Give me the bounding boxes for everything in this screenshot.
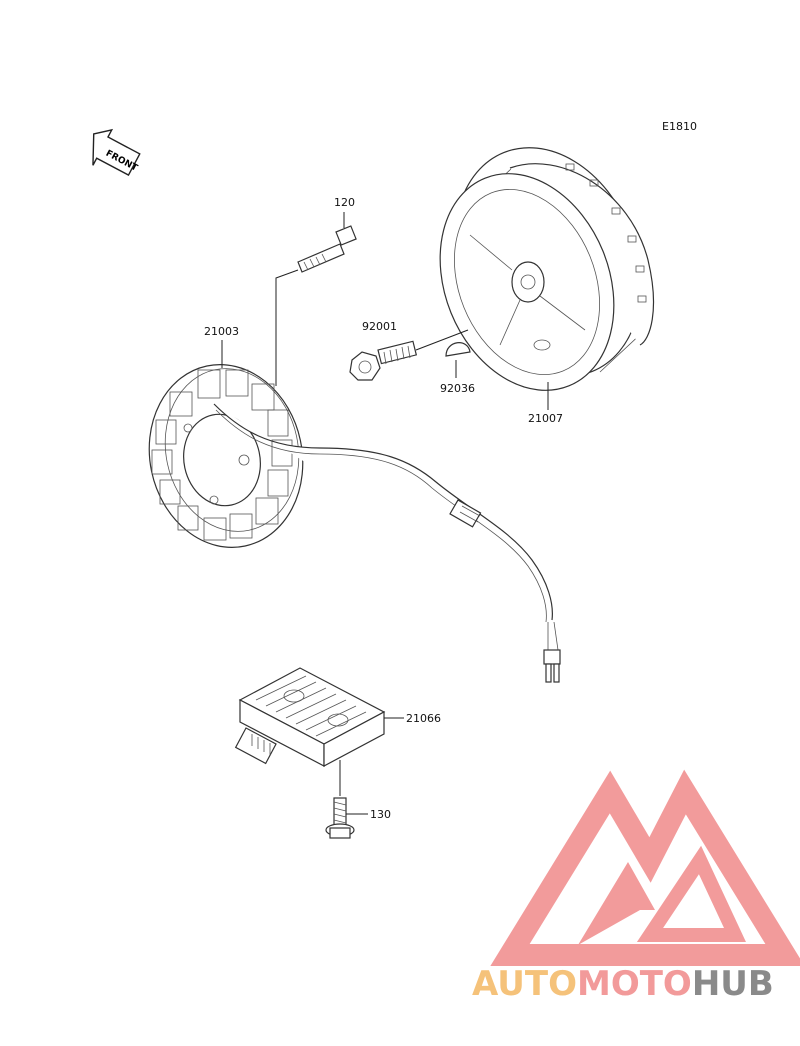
watermark-auto: AUTO [472, 964, 577, 1004]
front-arrow-icon: FRONT [92, 128, 141, 177]
rotor-21007 [439, 147, 655, 391]
callout-key: 92036 [440, 382, 475, 395]
diagram-code: E1810 [662, 120, 697, 133]
watermark-moto: MOTO [577, 964, 692, 1004]
flange-bolt-92001 [349, 340, 418, 381]
woodruff-key-92036 [445, 342, 471, 357]
callout-flange-bolt: 92001 [362, 320, 397, 333]
regulator-rectifier-21066 [234, 667, 386, 767]
watermark-text: AUTOMOTOHUB [472, 964, 774, 1004]
stator-21003 [148, 364, 304, 548]
callout-regulator: 21066 [406, 712, 441, 725]
callout-bolt-top: 120 [334, 196, 355, 209]
watermark-hub: HUB [692, 964, 774, 1004]
callout-stator: 21003 [204, 325, 239, 338]
regulator-bolt-130 [325, 797, 355, 839]
callout-bolt-bottom: 130 [370, 808, 391, 821]
automotohub-logo-icon [490, 769, 800, 966]
stator-bolt-120 [297, 225, 357, 273]
callout-rotor: 21007 [528, 412, 563, 425]
stator-wire-harness [213, 403, 561, 683]
